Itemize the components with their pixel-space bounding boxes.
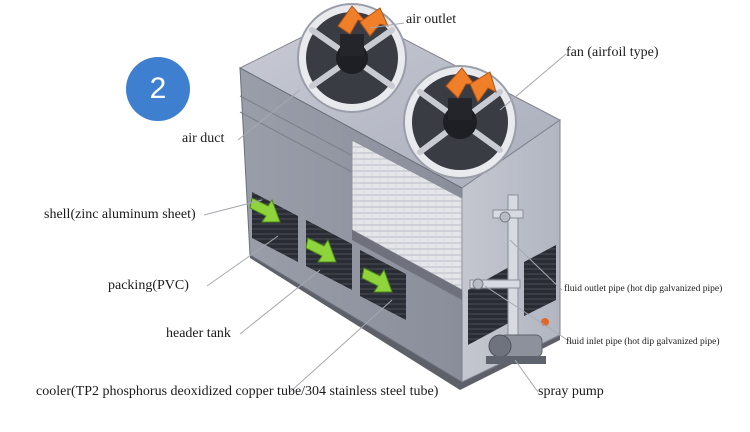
label-spray-pump: spray pump [538,384,604,399]
leader-lines [203,22,573,393]
label-air-outlet: air outlet [406,12,457,27]
outlet-arrow [469,71,497,104]
intake-arrow [361,267,393,293]
label-air-duct: air duct [182,131,225,146]
outlet-arrow [359,7,389,37]
louver-panel [524,245,556,316]
air-outlet-arrows [337,5,497,104]
spray-pump [486,334,546,364]
label-shell: shell(zinc aluminum sheet) [44,207,196,222]
label-fluid-inlet-pipe: fluid inlet pipe (hot dip galvanized pip… [566,337,720,347]
label-header-tank: header tank [166,326,231,341]
panel-seam [239,111,353,173]
header-tank-ledge [352,230,462,300]
step-number-badge: 2 [126,57,190,121]
intake-arrow [249,197,281,223]
label-packing: packing(PVC) [108,278,189,293]
label-cooler: cooler(TP2 phosphorus deoxidized copper … [36,384,439,399]
label-fluid-outlet-pipe: fluid outlet pipe (hot dip galvanized pi… [564,284,723,294]
air-intake-arrows [249,197,393,293]
intake-arrow [305,237,337,263]
fan-left [297,3,407,113]
label-fan: fan (airfoil type) [566,45,659,60]
fan-right [403,65,517,179]
